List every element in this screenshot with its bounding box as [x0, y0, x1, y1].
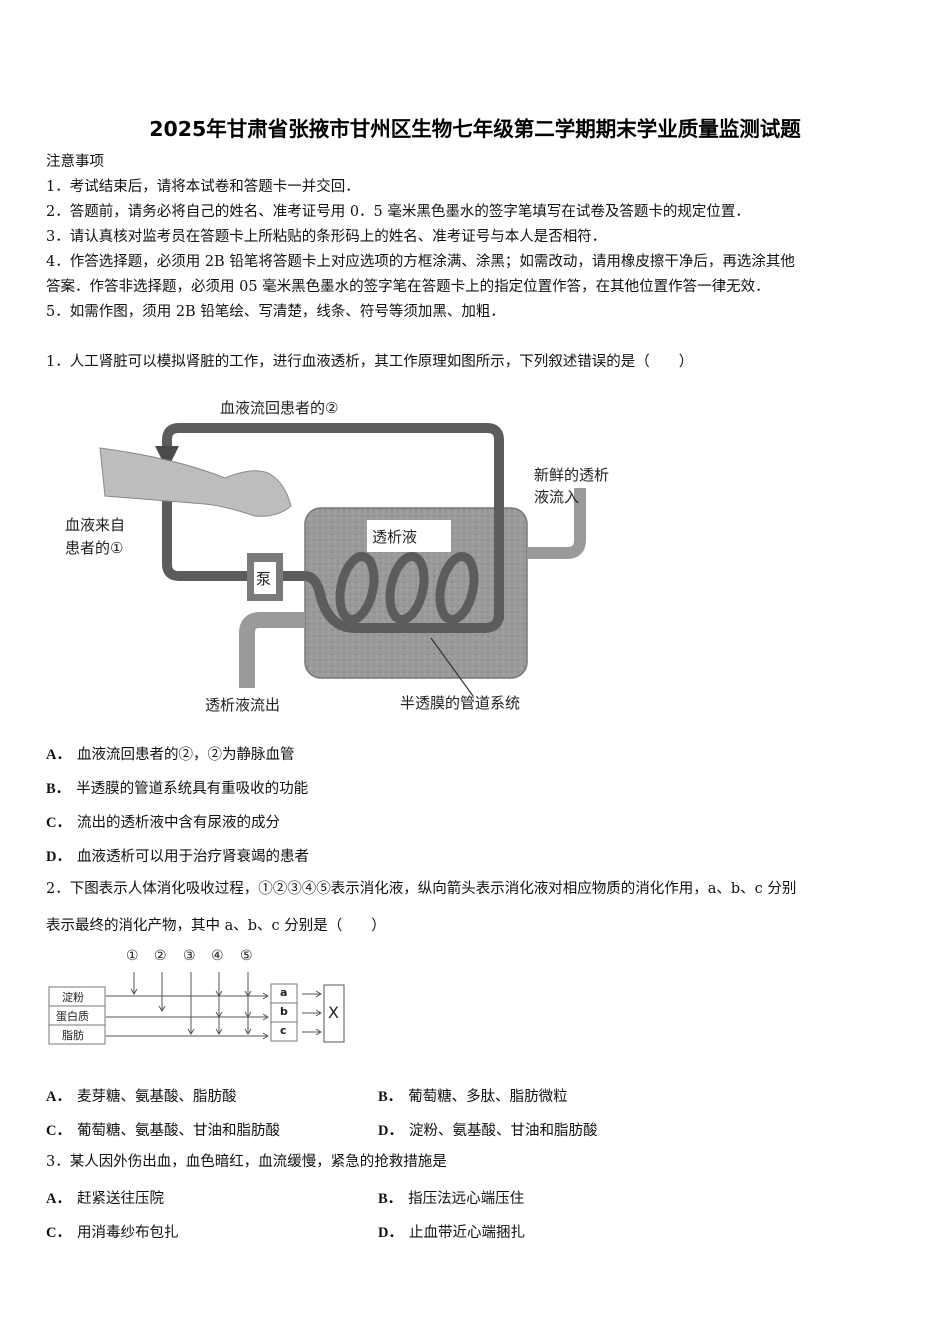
option-text: 用消毒纱布包扎 [76, 1225, 179, 1241]
question-stem-line2: 表示最终的消化产物，其中 a、b、c 分别是（ ） [46, 918, 386, 934]
substance-fat: 脂肪 [62, 1029, 84, 1042]
option-letter: B． [378, 1089, 403, 1105]
option-letter: A． [46, 1089, 71, 1105]
label-membrane-tubes: 半透膜的管道系统 [400, 694, 521, 712]
notice-item: 3．请认真核对监考员在答题卡上所粘贴的条形码上的姓名、准考证号与本人是否相符． [46, 229, 607, 245]
label-fresh-dialysate-2: 液流入 [534, 488, 580, 506]
option-b[interactable]: B． 指压法远心端压住 [378, 1187, 524, 1208]
digestion-flow-chart [48, 972, 345, 1045]
question-stem-line1: 2．下图表示人体消化吸收过程，①②③④⑤表示消化液，纵向箭头表示消化液对相应物质… [46, 881, 797, 897]
product-a: a [280, 986, 288, 999]
option-letter: D． [46, 849, 71, 865]
option-letter: B． [46, 781, 71, 797]
option-letter: D． [378, 1123, 403, 1139]
option-a[interactable]: A． 赶紧送往压院 [46, 1187, 164, 1208]
label-return-blood: 血液流回患者的② [220, 399, 339, 417]
option-text: 葡萄糖、氨基酸、甘油和脂肪酸 [76, 1123, 280, 1139]
option-letter: C． [46, 815, 71, 831]
option-text: 流出的透析液中含有尿液的成分 [76, 815, 280, 831]
option-text: 赶紧送往压院 [76, 1191, 164, 1207]
option-letter: B． [378, 1191, 403, 1207]
target-x: X [328, 1003, 339, 1022]
option-b[interactable]: B． 葡萄糖、多肽、脂肪微粒 [378, 1085, 568, 1106]
option-c[interactable]: C． 葡萄糖、氨基酸、甘油和脂肪酸 [46, 1119, 280, 1140]
juice-1: ① [126, 948, 139, 964]
notice-heading: 注意事项 [46, 154, 104, 170]
option-letter: A． [46, 747, 71, 763]
label-from-patient-2: 患者的① [65, 539, 124, 557]
option-text: 指压法远心端压住 [408, 1191, 525, 1207]
juice-3: ③ [183, 948, 196, 964]
juice-2: ② [154, 948, 167, 964]
option-c[interactable]: C． 流出的透析液中含有尿液的成分 [46, 811, 280, 832]
question-stem: 3．某人因外伤出血，血色暗红，血流缓慢，紧急的抢救措施是 [46, 1154, 447, 1170]
option-d[interactable]: D． 止血带近心端捆扎 [378, 1221, 525, 1242]
option-text: 血液流回患者的②，②为静脉血管 [76, 747, 295, 763]
option-c[interactable]: C． 用消毒纱布包扎 [46, 1221, 178, 1242]
notice-item: 4．作答选择题，必须用 2B 铅笔将答题卡上对应选项的方框涂满、涂黑；如需改动，… [46, 254, 795, 270]
notice-item: 2．答题前，请务必将自己的姓名、准考证号用 0．5 毫米黑色墨水的签字笔填写在试… [46, 204, 750, 220]
substance-protein: 蛋白质 [56, 1010, 89, 1023]
option-text: 半透膜的管道系统具有重吸收的功能 [76, 781, 309, 797]
option-d[interactable]: D． 淀粉、氨基酸、甘油和脂肪酸 [378, 1119, 597, 1140]
option-text: 血液透析可以用于治疗肾衰竭的患者 [76, 849, 309, 865]
notice-item: 5．如需作图，须用 2B 铅笔绘、写清楚，线条、符号等须加黑、加粗． [46, 304, 505, 320]
option-text: 麦芽糖、氨基酸、脂肪酸 [76, 1089, 237, 1105]
label-fresh-dialysate-1: 新鲜的透析 [534, 466, 610, 484]
dialysis-diagram: 血液流回患者的② 血液来自 患者的① 新鲜的透析 液流入 透析液 泵 透析液流出… [55, 388, 635, 718]
dialysis-illustration [99, 423, 586, 697]
option-text: 葡萄糖、多肽、脂肪微粒 [408, 1089, 568, 1105]
option-letter: A． [46, 1191, 71, 1207]
option-letter: C． [46, 1123, 71, 1139]
label-dialysate: 透析液 [372, 528, 418, 546]
label-dialysate-outflow: 透析液流出 [205, 696, 281, 714]
page-title: 2025年甘肃省张掖市甘州区生物七年级第二学期期末学业质量监测试题 [149, 117, 801, 141]
option-a[interactable]: A． 麦芽糖、氨基酸、脂肪酸 [46, 1085, 236, 1106]
option-letter: C． [46, 1225, 71, 1241]
question-stem: 1．人工肾脏可以模拟肾脏的工作，进行血液透析，其工作原理如图所示，下列叙述错误的… [46, 354, 694, 370]
option-b[interactable]: B． 半透膜的管道系统具有重吸收的功能 [46, 777, 308, 798]
notice-item: 答案．作答非选择题，必须用 05 毫米黑色墨水的签字笔在答题卡上的指定位置作答，… [46, 279, 770, 295]
substance-starch: 淀粉 [62, 991, 84, 1004]
digestion-diagram: ① ② ③ ④ ⑤ 淀粉 蛋白质 脂肪 a b c X [45, 945, 350, 1050]
option-letter: D． [378, 1225, 403, 1241]
product-c: c [280, 1024, 287, 1037]
product-b: b [280, 1005, 288, 1018]
label-pump: 泵 [256, 570, 272, 588]
option-a[interactable]: A． 血液流回患者的②，②为静脉血管 [46, 743, 294, 764]
option-d[interactable]: D． 血液透析可以用于治疗肾衰竭的患者 [46, 845, 309, 866]
juice-5: ⑤ [240, 948, 253, 964]
juice-4: ④ [211, 948, 224, 964]
option-text: 淀粉、氨基酸、甘油和脂肪酸 [408, 1123, 598, 1139]
option-text: 止血带近心端捆扎 [408, 1225, 525, 1241]
label-from-patient-1: 血液来自 [65, 516, 126, 534]
notice-item: 1．考试结束后，请将本试卷和答题卡一并交回． [46, 179, 360, 195]
